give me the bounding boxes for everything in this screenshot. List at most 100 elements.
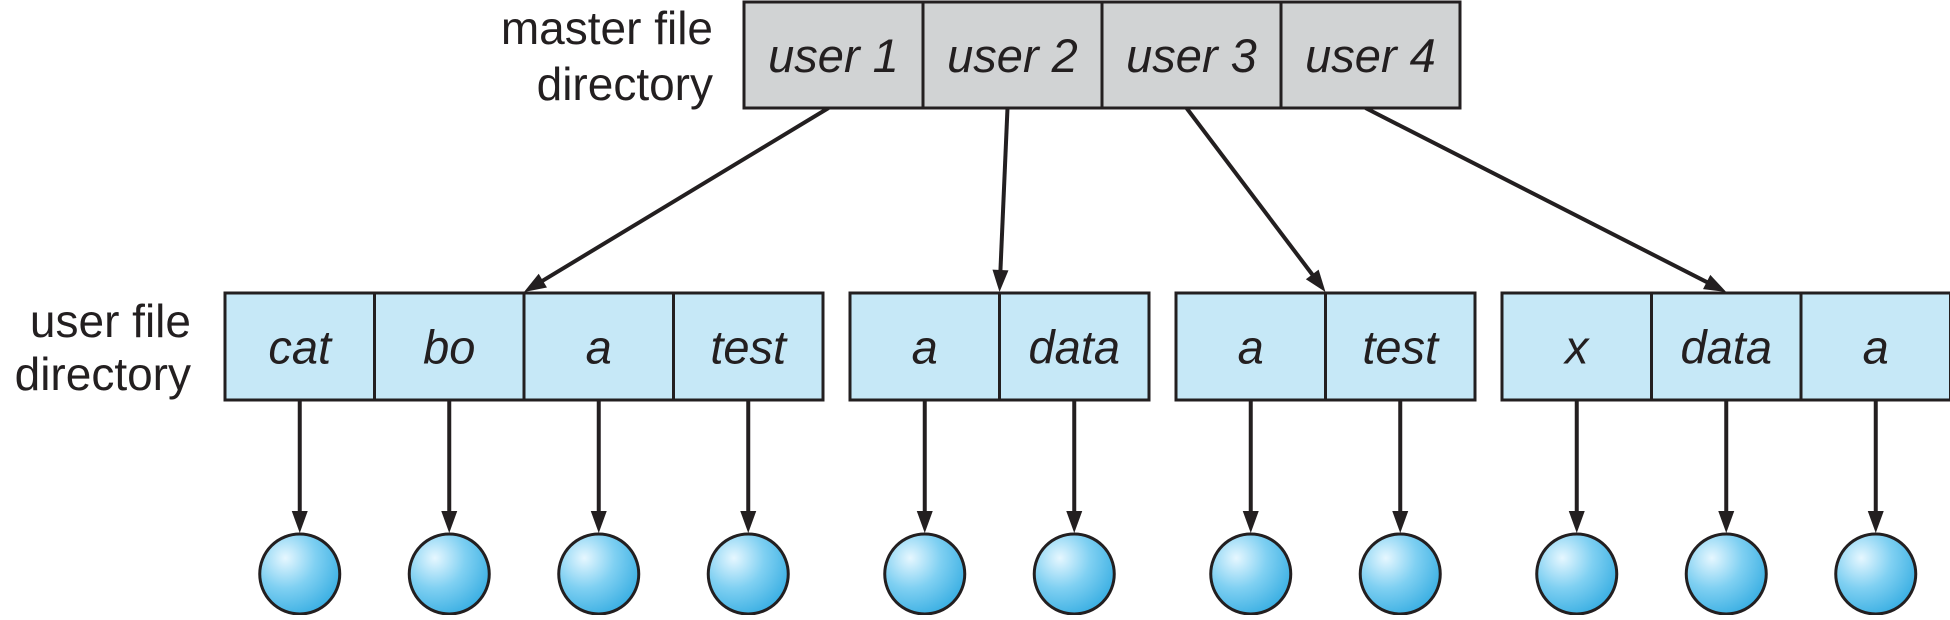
user-entry: bo — [373, 291, 526, 402]
arrowhead — [1867, 511, 1884, 533]
file-circle-icon — [557, 532, 641, 616]
pointer-edges — [524, 106, 1727, 292]
arrowhead — [1568, 511, 1585, 533]
user-entry-box — [998, 291, 1151, 402]
directory-pointer-4-shaft — [1364, 106, 1712, 286]
user-entry-label: bo — [423, 321, 475, 374]
user-directory-4: x data a — [1500, 291, 1950, 402]
user-entry-label: test — [1362, 321, 1440, 374]
user-entry-label: data — [1029, 321, 1120, 374]
master-entry-box — [921, 0, 1104, 110]
user-entry-label: data — [1681, 321, 1772, 374]
master-entry-box — [1279, 0, 1462, 110]
directory-pointer-3-shaft — [1184, 106, 1317, 279]
user-entry: a — [522, 291, 675, 402]
master-entry-box — [1100, 0, 1283, 110]
arrowhead — [1066, 511, 1083, 533]
user-entry: a — [848, 291, 1001, 402]
user-entry: x — [1500, 291, 1653, 402]
files — [258, 532, 1918, 616]
file-circle-icon — [1535, 532, 1619, 616]
arrowhead — [291, 511, 308, 533]
file-pointer-arrow — [590, 400, 607, 533]
directory-pointer-1 — [524, 106, 830, 292]
master-directory-label-line1: master file — [501, 2, 713, 54]
master-entry-label: user 2 — [947, 29, 1078, 82]
file-circle-icon — [1209, 532, 1293, 616]
arrowhead — [1703, 274, 1727, 292]
file-circle-icon — [706, 532, 790, 616]
file-circle-icon — [1684, 532, 1768, 616]
directory-pointer-1-shaft — [538, 106, 830, 285]
arrowhead — [916, 511, 933, 533]
master-entry-4: user 4 — [1279, 0, 1462, 110]
user-directory-label-line1: user file — [30, 295, 191, 347]
file-pointer-arrow — [916, 400, 933, 533]
user-entry-label: test — [710, 321, 788, 374]
arrowhead — [740, 511, 757, 533]
file-circle-icon — [1834, 532, 1918, 616]
file-circle-icon — [1358, 532, 1442, 616]
file-pointer-arrow — [1242, 400, 1259, 533]
file-circle-icon — [407, 532, 491, 616]
arrowhead — [1305, 269, 1326, 292]
file-pointer-arrow — [1718, 400, 1735, 533]
user-entry-label: a — [1238, 321, 1264, 374]
user-entry: test — [672, 291, 825, 402]
user-entry-label: a — [586, 321, 612, 374]
master-entry-2: user 2 — [921, 0, 1104, 110]
master-directory-label-line2: directory — [537, 58, 713, 110]
arrowhead — [590, 511, 607, 533]
user-entry-label: a — [1863, 321, 1889, 374]
arrowhead — [1718, 511, 1735, 533]
directory-pointer-2-shaft — [998, 107, 1010, 275]
user-entry: a — [1174, 291, 1327, 402]
user-entry: test — [1324, 291, 1477, 402]
arrowhead — [1392, 511, 1409, 533]
arrowhead — [441, 511, 458, 533]
user-entry-box — [1324, 291, 1477, 402]
user-entry-label: cat — [268, 321, 333, 374]
user-entry-box — [672, 291, 825, 402]
user-directory-3: a test — [1174, 291, 1477, 402]
master-entry-box — [742, 0, 925, 110]
file-pointer-arrow — [1392, 400, 1409, 533]
user-entry: a — [1799, 291, 1950, 402]
directory-pointer-2 — [992, 107, 1010, 292]
file-pointer-arrow — [441, 400, 458, 533]
user-directory-2: a data — [848, 291, 1151, 402]
user-entry-label: x — [1563, 321, 1590, 374]
file-pointer-arrow — [740, 400, 757, 533]
user-entry: cat — [223, 291, 376, 402]
master-file-directory: user 1 user 2 user 3 user 4 — [742, 0, 1462, 110]
master-entry-3: user 3 — [1100, 0, 1283, 110]
file-circle-icon — [258, 532, 342, 616]
user-entry-box — [1650, 291, 1803, 402]
user-entry: data — [1650, 291, 1803, 402]
master-entry-label: user 1 — [768, 29, 899, 82]
user-file-directories: cat bo a test a data a test x data a — [223, 291, 1950, 402]
arrowhead — [524, 273, 547, 292]
file-pointer-arrows — [291, 400, 1884, 533]
arrowhead — [1242, 511, 1259, 533]
file-circle-icon — [1032, 532, 1116, 616]
user-entry-box — [1799, 291, 1950, 402]
master-entry-label: user 3 — [1126, 29, 1257, 82]
user-entry: data — [998, 291, 1151, 402]
user-entry-label: a — [912, 321, 938, 374]
file-circle-icon — [883, 532, 967, 616]
directory-pointer-4 — [1364, 106, 1727, 292]
file-pointer-arrow — [1066, 400, 1083, 533]
file-pointer-arrow — [1568, 400, 1585, 533]
user-entry-box — [373, 291, 526, 402]
file-pointer-arrow — [291, 400, 308, 533]
file-pointer-arrow — [1867, 400, 1884, 533]
user-directory-1: cat bo a test — [223, 291, 825, 402]
directory-pointer-3 — [1184, 106, 1326, 292]
user-directory-label-line2: directory — [15, 348, 191, 400]
master-entry-label: user 4 — [1305, 29, 1436, 82]
master-entry-1: user 1 — [742, 0, 925, 110]
arrowhead — [992, 269, 1009, 292]
